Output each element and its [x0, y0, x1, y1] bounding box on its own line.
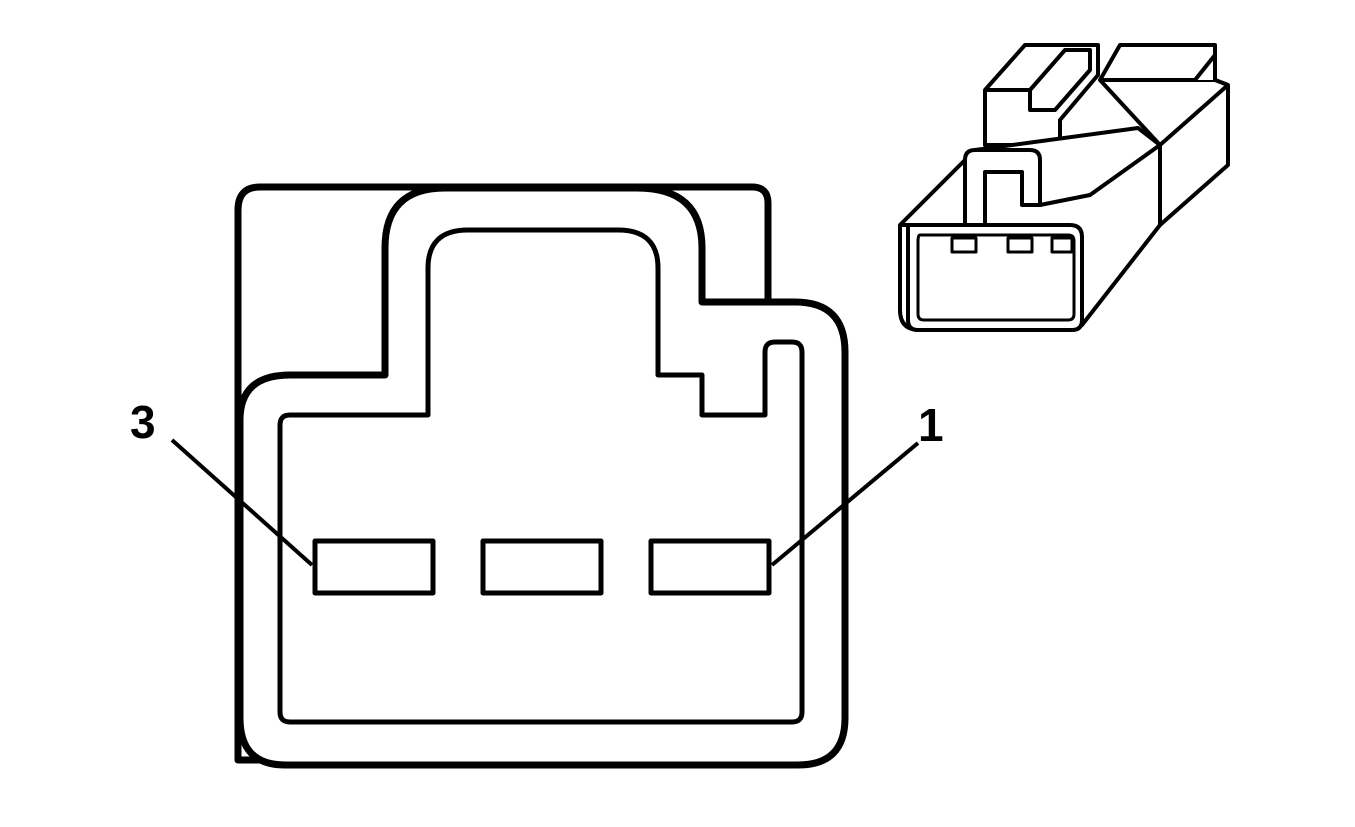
iso-terminal-2 [1006, 236, 1034, 254]
iso-lock-tab [963, 148, 1042, 227]
iso-latch-slot [1028, 48, 1092, 112]
iso-terminal-3 [950, 236, 978, 254]
pin-label-1: 1 [918, 399, 944, 451]
iso-rear-edge [1158, 83, 1230, 147]
iso-rear-ridge [1193, 53, 1217, 82]
inner-cavity-outline [277, 227, 805, 725]
terminal-3 [312, 538, 436, 596]
terminal-2 [480, 538, 604, 596]
iso-terminal-1 [1050, 236, 1074, 254]
pin-label-3: 3 [130, 396, 156, 448]
leader-line-pin-3 [170, 438, 314, 567]
connector-face-view [234, 183, 849, 769]
terminal-1 [648, 538, 772, 596]
leader-line-pin-1 [770, 441, 920, 567]
connector-isometric-view [898, 43, 1230, 332]
